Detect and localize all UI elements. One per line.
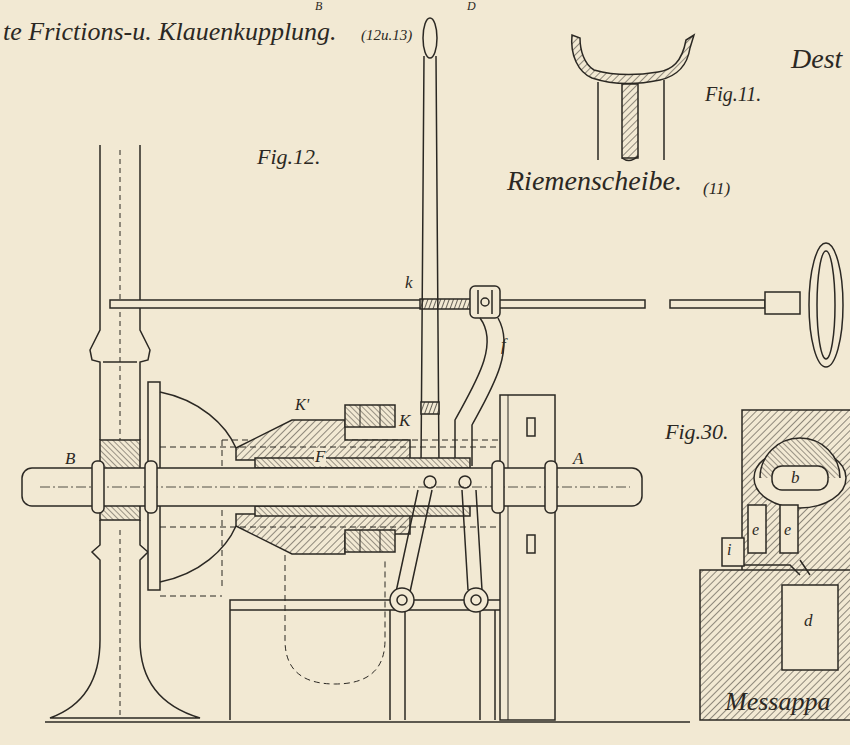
part-letter: K (398, 412, 411, 430)
section-letter: D (466, 0, 477, 13)
part-letter: d (803, 612, 814, 630)
figure-number: Fig.12. (256, 145, 322, 168)
part-letter: e (783, 522, 792, 539)
figure-reference: (12u.13) (360, 28, 413, 44)
fig11-pulley (572, 35, 694, 161)
part-letter: F (314, 448, 326, 466)
shaft-end-letter: B (64, 450, 76, 468)
part-letter: K' (294, 397, 310, 414)
part-letter: i (726, 542, 732, 559)
figure-reference: (11) (702, 180, 731, 198)
figure-number: Fig.11. (704, 84, 762, 105)
figure-title: Messappa (724, 688, 831, 715)
figure-title: te Frictions-u. Klauenkupplung. (2, 18, 338, 45)
fig30-measuring-apparatus (700, 410, 850, 720)
figure-title: Dest (790, 44, 843, 73)
section-letter: B (314, 0, 323, 13)
part-letter: e (751, 522, 760, 539)
figure-number: Fig.30. (664, 420, 730, 443)
part-letter: f (500, 336, 507, 354)
figure-title: Riemenscheibe. (506, 166, 683, 195)
part-letter: b (790, 469, 801, 487)
shaft-end-letter: A (572, 450, 584, 468)
part-letter: k (404, 274, 414, 292)
